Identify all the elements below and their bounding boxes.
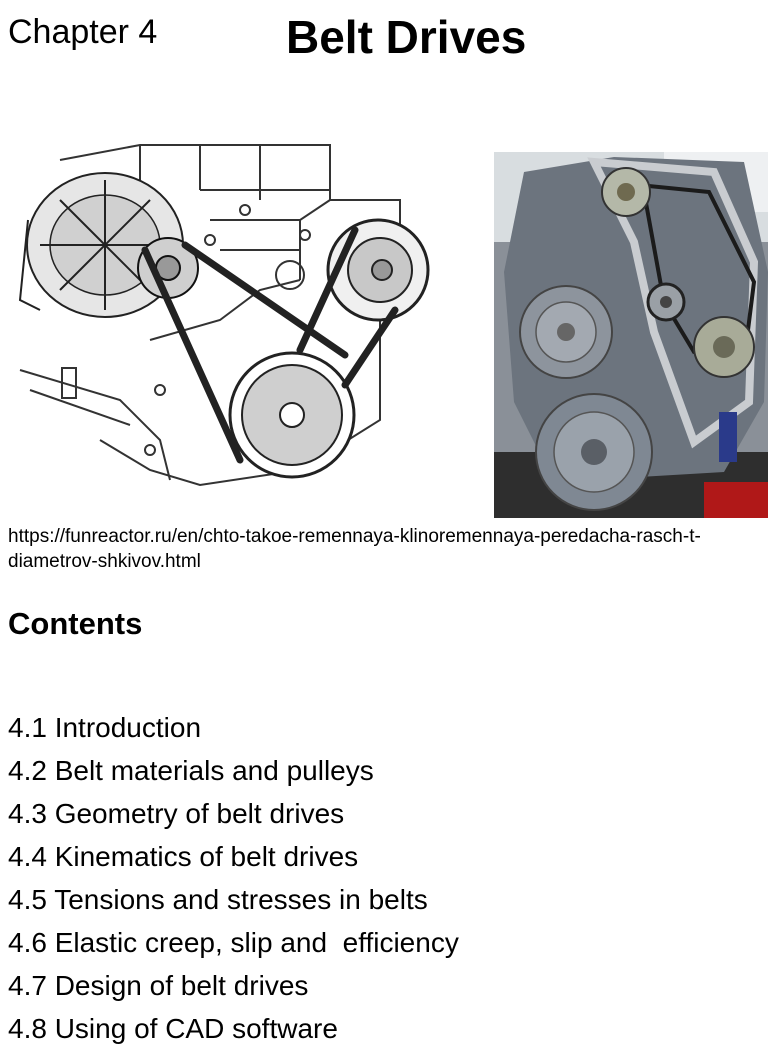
page-title: Belt Drives — [286, 11, 527, 63]
contents-item: 4.5 Tensions and stresses in belts — [8, 884, 428, 915]
engine-photo — [494, 152, 768, 518]
contents-item: 4.3 Geometry of belt drives — [8, 798, 345, 829]
contents-item: 4.2 Belt materials and pulleys — [8, 755, 374, 786]
chapter-label: Chapter 4 — [8, 13, 158, 51]
figure-source-url[interactable]: https://funreactor.ru/en/chto-takoe-reme… — [8, 526, 701, 572]
contents-list: 4.1 Introduction 4.2 Belt materials and … — [8, 706, 459, 1050]
contents-item: 4.6 Elastic creep, slip and efficiency — [8, 927, 459, 958]
contents-item: 4.4 Kinematics of belt drives — [8, 841, 359, 872]
contents-item: 4.1 Introduction — [8, 712, 202, 743]
contents-item: 4.8 Using of CAD software — [8, 1013, 338, 1044]
belt-drive-drawing — [0, 140, 440, 500]
contents-heading: Contents — [8, 606, 143, 641]
contents-item: 4.7 Design of belt drives — [8, 970, 309, 1001]
